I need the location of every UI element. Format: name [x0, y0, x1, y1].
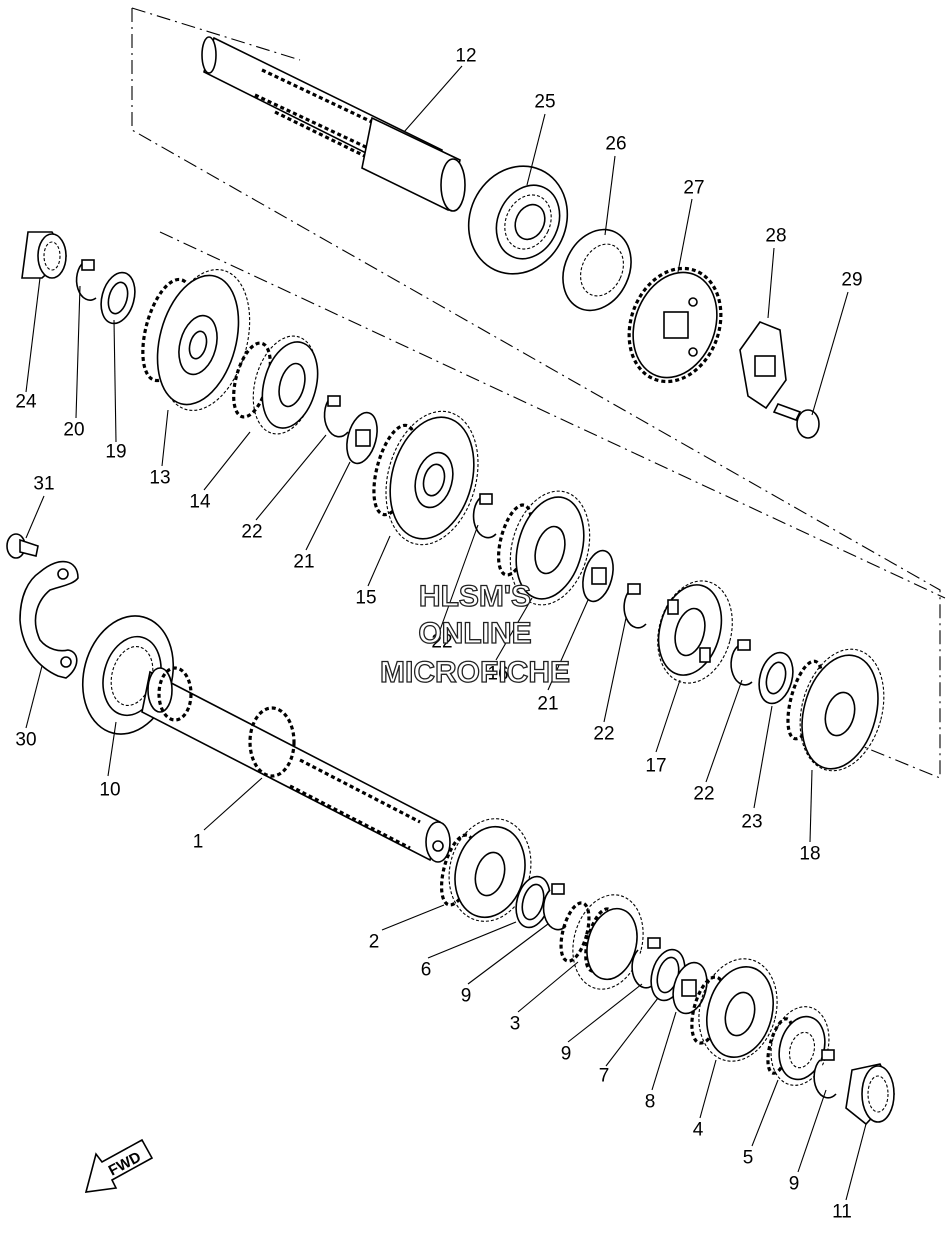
- assembly-outline: [131, 7, 946, 779]
- watermark-line-3: MICROFICHE: [380, 656, 570, 689]
- gear-part: [786, 648, 885, 772]
- gear-part: [141, 269, 251, 411]
- washer-part: [346, 411, 378, 465]
- bearing-stopper-part: [19, 560, 79, 679]
- label-22c: 22: [593, 724, 614, 745]
- gear-part: [232, 335, 319, 435]
- label-5: 5: [743, 1148, 754, 1169]
- label-18: 18: [799, 844, 820, 865]
- label-28: 28: [765, 226, 786, 247]
- washer-part: [672, 961, 708, 1015]
- gear-part: [439, 818, 532, 922]
- label-27: 27: [683, 178, 704, 199]
- washer-part: [582, 549, 614, 603]
- drive-sprocket-part: [627, 266, 723, 384]
- lock-washer-part: [739, 321, 787, 410]
- oil-seal-part: [562, 228, 632, 312]
- label-10: 10: [99, 780, 120, 801]
- label-22a: 22: [241, 522, 262, 543]
- label-31: 31: [33, 474, 54, 495]
- watermark-line-2: ONLINE: [418, 617, 531, 650]
- circlip-part: [623, 583, 647, 629]
- label-25: 25: [534, 92, 555, 113]
- label-4: 4: [693, 1120, 704, 1141]
- label-12: 12: [455, 46, 476, 67]
- leader-lines: [25, 65, 867, 1201]
- watermark: HLSM'S ONLINE MICROFICHE: [379, 579, 570, 689]
- washer-part: [758, 651, 794, 705]
- label-8: 8: [645, 1092, 656, 1113]
- label-15: 15: [355, 588, 376, 609]
- label-21b: 21: [537, 694, 558, 715]
- label-22d: 22: [693, 784, 714, 805]
- gear-part: [657, 580, 733, 684]
- gear-part: [559, 894, 644, 990]
- bushing-part: [515, 875, 551, 929]
- label-30: 30: [15, 730, 36, 751]
- label-6: 6: [421, 960, 432, 981]
- washer-part: [100, 271, 136, 325]
- label-22b: 22: [431, 632, 452, 653]
- label-7: 7: [599, 1066, 610, 1087]
- gear-part: [766, 1006, 830, 1086]
- watermark-line-1: HLSM'S: [419, 580, 531, 613]
- circlip-part: [323, 395, 349, 438]
- label-1: 1: [193, 832, 204, 853]
- label-13: 13: [149, 468, 170, 489]
- drive-axle-part: [141, 666, 451, 863]
- bearing-part: [845, 1063, 895, 1126]
- label-26: 26: [605, 134, 626, 155]
- circlip-part: [730, 639, 753, 686]
- bolt-part: [772, 403, 820, 439]
- label-20: 20: [63, 420, 84, 441]
- gear-part: [690, 958, 778, 1062]
- bearing-part: [467, 165, 569, 275]
- label-23: 23: [741, 812, 762, 833]
- label-9a: 9: [461, 986, 472, 1007]
- label-29: 29: [841, 270, 862, 291]
- circlip-part: [75, 259, 97, 301]
- label-9c: 9: [789, 1174, 800, 1195]
- label-2: 2: [369, 932, 380, 953]
- bearing-part: [21, 231, 68, 279]
- main-axle-part: [201, 36, 466, 212]
- label-19: 19: [105, 442, 126, 463]
- label-17: 17: [645, 756, 666, 777]
- circlip-part: [631, 937, 661, 989]
- label-14: 14: [189, 492, 211, 513]
- label-16: 16: [487, 664, 508, 685]
- circlip-part: [813, 1049, 837, 1099]
- label-24: 24: [15, 392, 37, 413]
- fwd-arrow-icon: FWD: [84, 1138, 154, 1193]
- circlip-part: [542, 883, 567, 931]
- label-9b: 9: [561, 1044, 572, 1065]
- label-21a: 21: [293, 552, 314, 573]
- label-3: 3: [510, 1014, 521, 1035]
- bolt-part: [6, 533, 39, 559]
- gear-part: [496, 490, 591, 606]
- gear-part: [372, 410, 479, 546]
- circlip-part: [472, 493, 497, 539]
- label-11: 11: [832, 1202, 852, 1223]
